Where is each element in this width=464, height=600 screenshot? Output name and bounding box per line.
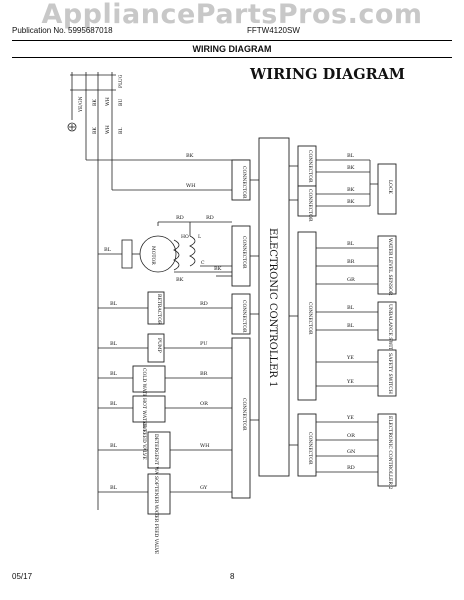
left-components: RETRACTOR BL RD PUMP BL PU COLD WATER FE… bbox=[98, 291, 232, 554]
page-number: 8 bbox=[230, 572, 235, 581]
section-title: WIRING DIAGRAM bbox=[192, 44, 272, 54]
svg-text:UNBALANCE SWITCH: UNBALANCE SWITCH bbox=[387, 304, 393, 358]
svg-text:CONNECTOR: CONNECTOR bbox=[307, 189, 313, 222]
svg-text:GN: GN bbox=[347, 449, 356, 455]
svg-text:BL: BL bbox=[118, 128, 124, 134]
svg-text:WATER LEVEL SENSOR: WATER LEVEL SENSOR bbox=[387, 238, 393, 296]
svg-text:BL: BL bbox=[110, 341, 118, 347]
svg-text:RD: RD bbox=[206, 215, 214, 221]
publication-number: Publication No. 5995687018 bbox=[12, 26, 113, 35]
svg-text:PUMP: PUMP bbox=[156, 338, 162, 353]
svg-text:BK: BK bbox=[176, 277, 184, 283]
water-level-sensor bbox=[377, 235, 397, 295]
svg-text:YE: YE bbox=[346, 379, 354, 385]
model-number: FFTW4120SW bbox=[247, 26, 300, 35]
svg-text:CONNECTOR: CONNECTOR bbox=[307, 432, 313, 465]
svg-text:WH: WH bbox=[200, 443, 210, 449]
svg-text:YE: YE bbox=[346, 355, 354, 361]
power-labels: YE/GN BK WH BU PLUG BK WH BL bbox=[78, 74, 124, 134]
svg-text:BL: BL bbox=[110, 485, 118, 491]
svg-text:OR: OR bbox=[200, 401, 208, 407]
svg-text:BK: BK bbox=[92, 127, 98, 134]
svg-text:HO: HO bbox=[181, 234, 189, 240]
svg-text:PU: PU bbox=[200, 341, 208, 347]
svg-text:MOTOR: MOTOR bbox=[150, 246, 156, 265]
svg-text:YE/GN: YE/GN bbox=[78, 96, 84, 113]
bk-main-label: BK bbox=[186, 153, 194, 159]
header-divider bbox=[12, 40, 452, 41]
svg-text:LOCK: LOCK bbox=[387, 180, 393, 194]
svg-text:C: C bbox=[201, 260, 205, 266]
svg-text:OR: OR bbox=[347, 433, 355, 439]
svg-text:WH: WH bbox=[105, 125, 111, 134]
svg-text:BR: BR bbox=[200, 371, 208, 377]
svg-text:BL: BL bbox=[104, 247, 112, 253]
motor-assembly: MOTOR HO L C BL RD RD BK BK bbox=[98, 215, 232, 283]
footer-date: 05/17 bbox=[12, 572, 33, 581]
ground-icon bbox=[67, 122, 77, 132]
svg-text:ELECTRONIC CONTROLLER 2: ELECTRONIC CONTROLLER 2 bbox=[387, 416, 393, 489]
svg-text:WH: WH bbox=[105, 97, 111, 106]
svg-text:BL: BL bbox=[110, 443, 118, 449]
left-connectors: CONNECTOR CONNECTOR CONNECTOR CONNECTOR bbox=[231, 159, 259, 499]
svg-text:SOFTENER WATER FEED VALVE: SOFTENER WATER FEED VALVE bbox=[153, 476, 159, 554]
right-components: LOCK WATER LEVEL SENSOR UNBALANCE SWITCH… bbox=[316, 153, 397, 489]
main-controller bbox=[258, 137, 290, 477]
electronic-controller-2 bbox=[377, 413, 397, 487]
svg-text:BL: BL bbox=[347, 241, 355, 247]
svg-text:L: L bbox=[198, 234, 201, 240]
svg-text:YE: YE bbox=[346, 415, 354, 421]
svg-text:BK: BK bbox=[347, 199, 355, 205]
svg-text:BL: BL bbox=[110, 401, 118, 407]
door-lock bbox=[377, 163, 397, 215]
main-controller-label: ELECTRONIC CONTROLLER 1 bbox=[267, 228, 278, 387]
svg-text:BK: BK bbox=[347, 187, 355, 193]
svg-text:RD: RD bbox=[176, 215, 184, 221]
svg-text:BL: BL bbox=[110, 371, 118, 377]
svg-text:BU: BU bbox=[118, 99, 124, 106]
svg-text:HOT WATER FEED VALVE: HOT WATER FEED VALVE bbox=[141, 398, 147, 460]
section-divider bbox=[12, 57, 452, 58]
svg-text:BL: BL bbox=[347, 323, 355, 329]
svg-text:BL: BL bbox=[347, 153, 355, 159]
svg-text:CONNECTOR: CONNECTOR bbox=[241, 236, 247, 269]
safety-switch bbox=[377, 349, 397, 397]
svg-text:SAFETY SWITCH: SAFETY SWITCH bbox=[387, 353, 393, 394]
svg-text:GR: GR bbox=[347, 277, 355, 283]
svg-text:BL: BL bbox=[347, 305, 355, 311]
wh-main-label: WH bbox=[186, 183, 196, 189]
svg-text:CONNECTOR: CONNECTOR bbox=[307, 150, 313, 183]
unbalance-switch bbox=[377, 301, 397, 341]
svg-text:PLUG: PLUG bbox=[118, 74, 124, 88]
svg-text:RETRACTOR: RETRACTOR bbox=[156, 294, 162, 325]
svg-text:BK: BK bbox=[347, 165, 355, 171]
power-cord bbox=[67, 72, 250, 510]
svg-text:GY: GY bbox=[200, 485, 208, 491]
right-connectors: CONNECTOR CONNECTOR CONNECTOR CONNECTOR bbox=[289, 145, 317, 477]
svg-text:CONNECTOR: CONNECTOR bbox=[241, 398, 247, 431]
svg-text:BK: BK bbox=[92, 99, 98, 106]
svg-text:RD: RD bbox=[200, 301, 208, 307]
svg-text:BK: BK bbox=[214, 266, 222, 272]
svg-text:RD: RD bbox=[347, 465, 355, 471]
svg-text:CONNECTOR: CONNECTOR bbox=[241, 300, 247, 333]
svg-text:BR: BR bbox=[347, 259, 355, 265]
svg-text:CONNECTOR: CONNECTOR bbox=[241, 166, 247, 199]
diagram-title: WIRING DIAGRAM bbox=[249, 66, 405, 83]
svg-text:BL: BL bbox=[110, 301, 118, 307]
watermark: AppliancePartsPros.com bbox=[41, 0, 423, 30]
svg-text:CONNECTOR: CONNECTOR bbox=[307, 302, 313, 335]
